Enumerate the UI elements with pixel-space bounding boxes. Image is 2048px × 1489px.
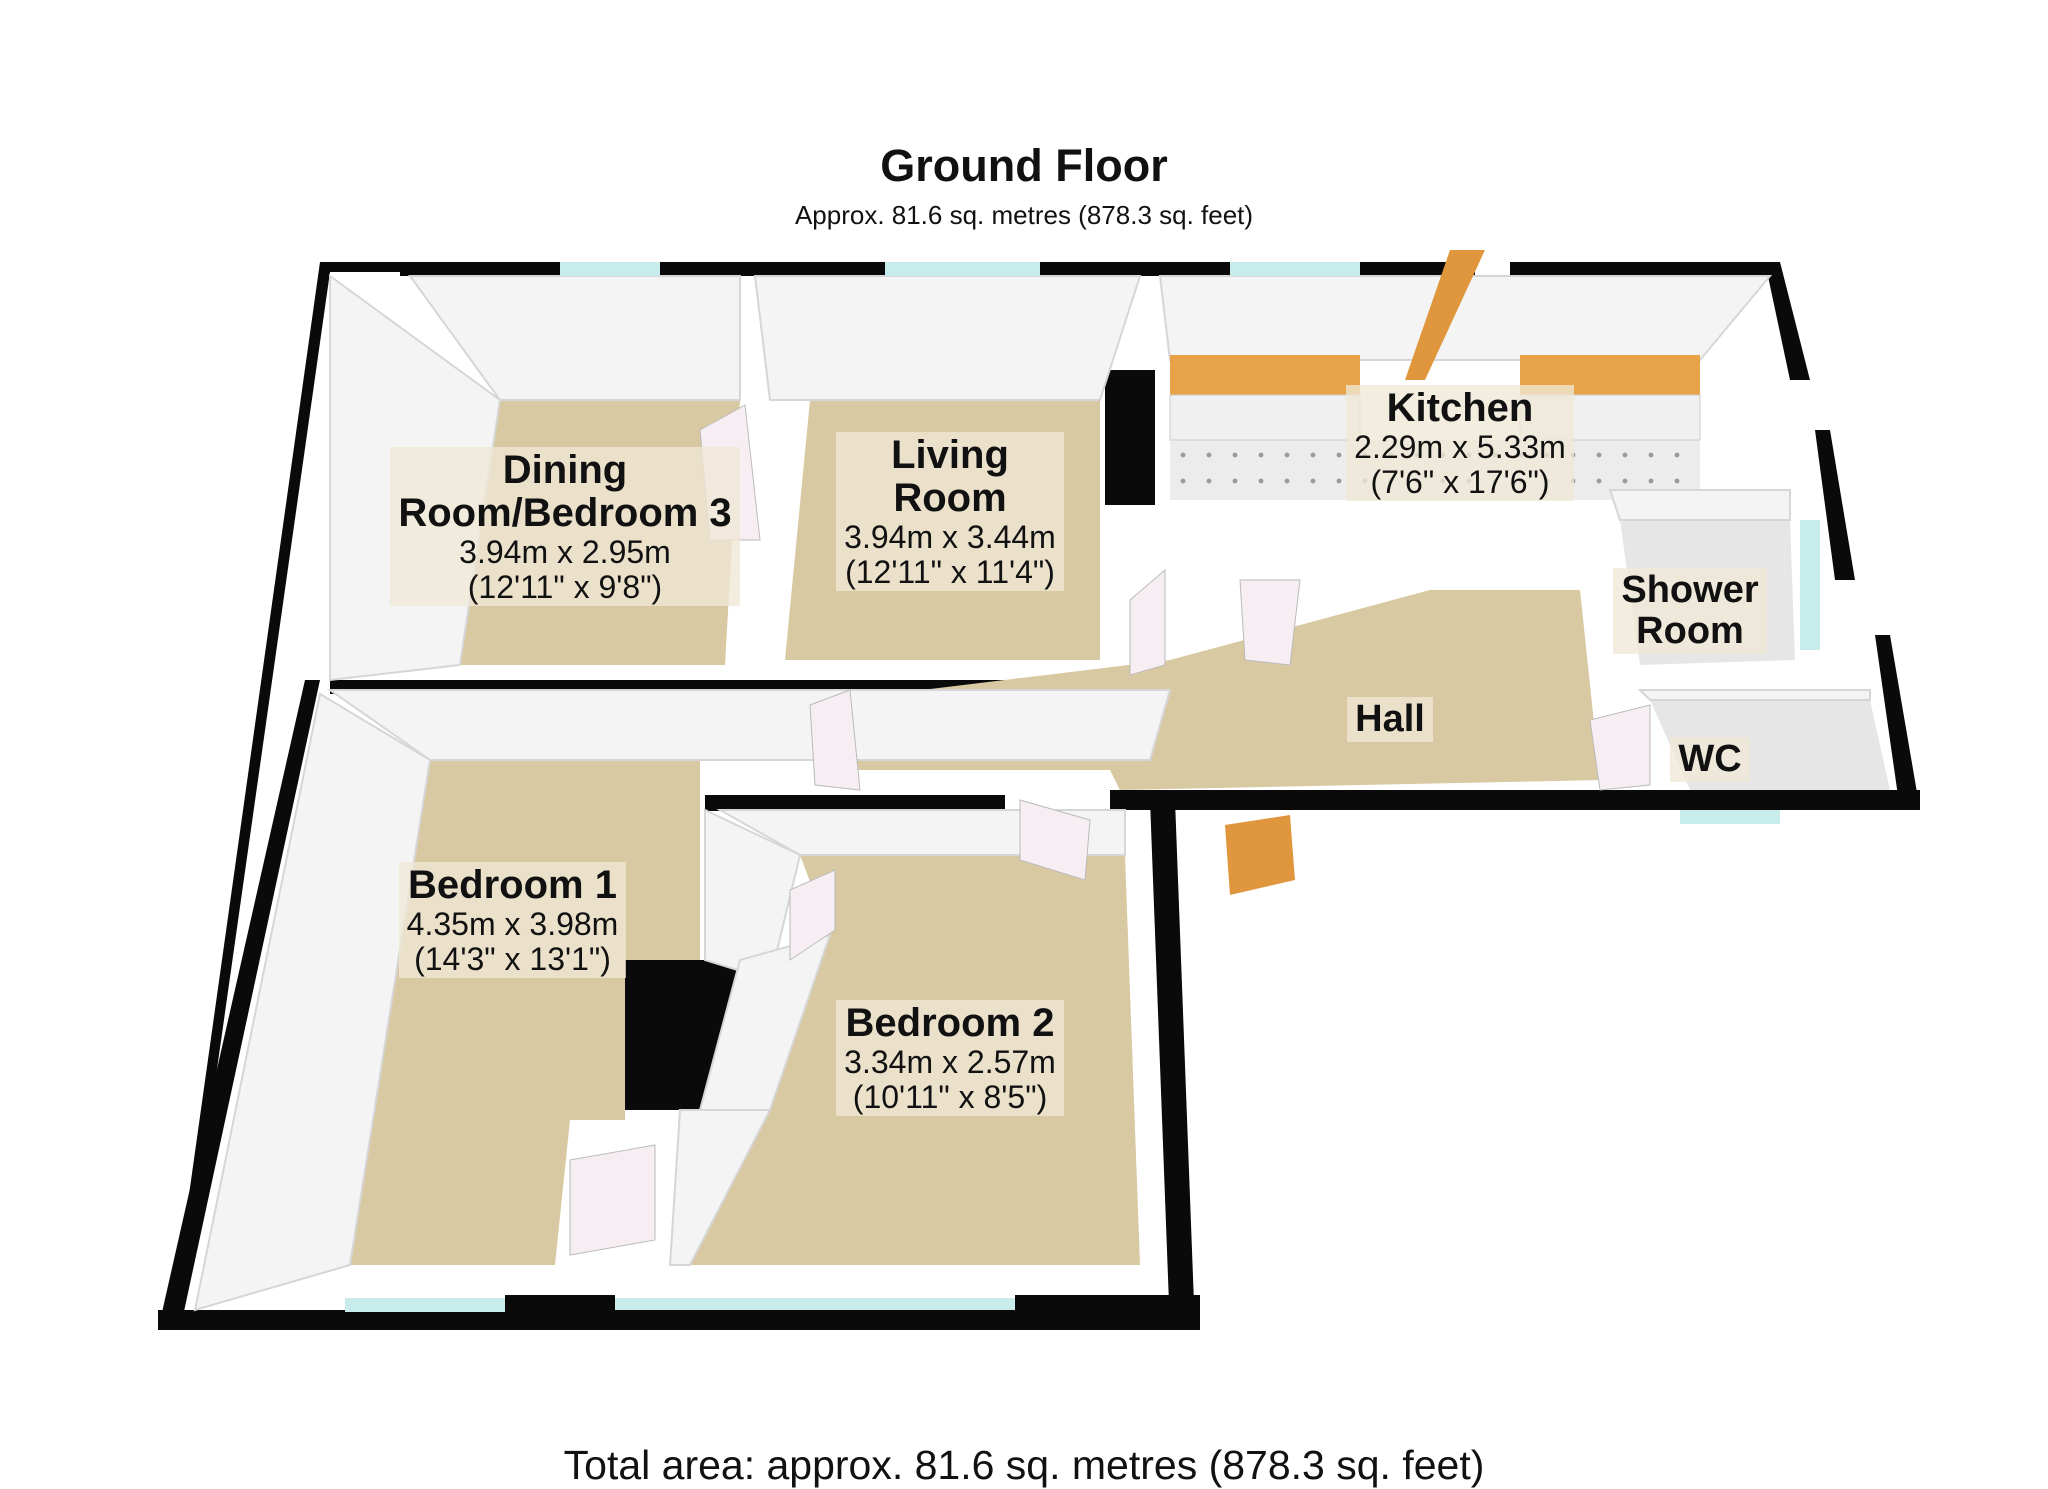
- window-dining: [560, 262, 660, 276]
- room-name: Room: [1636, 610, 1744, 653]
- room-label-bedroom1: Bedroom 1 4.35m x 3.98m (14'3" x 13'1"): [380, 862, 645, 979]
- wall-bedroom2-right: [1150, 800, 1195, 1330]
- door-front: [1225, 815, 1295, 895]
- wall-top-living-right: [1040, 262, 1160, 276]
- wall-hall-bottom: [1110, 790, 1920, 810]
- wall-right-mid: [1815, 430, 1855, 580]
- room-name: WC: [1678, 738, 1742, 780]
- room-name: Dining: [502, 448, 628, 492]
- floor-area: Approx. 81.6 sq. metres (878.3 sq. feet): [794, 200, 1254, 230]
- windows: [345, 262, 1820, 1312]
- room-name: Shower: [1621, 569, 1759, 611]
- door-bedroom1: [809, 689, 861, 791]
- room-label-dining: Dining Room/Bedroom 3 3.94m x 2.95m (12'…: [380, 447, 750, 607]
- wc-walls: [1637, 689, 1871, 701]
- room-label-bg: Bedroom 1 4.35m x 3.98m (14'3" x 13'1"): [398, 862, 627, 979]
- wall-top-kitchen-far: [1510, 262, 1780, 276]
- room-name: Bedroom 1: [408, 863, 617, 907]
- door-bedroom2: [1019, 799, 1091, 881]
- inner-walls: [193, 274, 1871, 1312]
- wall-top-kitchen: [1160, 262, 1230, 276]
- counter-left: [1169, 394, 1361, 441]
- door-wc: [1589, 704, 1651, 791]
- door-living: [1129, 568, 1166, 676]
- wall-right-bottom: [1875, 635, 1920, 810]
- room-label-hall: Hall: [1320, 697, 1460, 743]
- room-metric: 3.34m x 2.57m: [844, 1044, 1056, 1081]
- wall-bottom-gap: [505, 1295, 615, 1330]
- room-label-bg: Kitchen 2.29m x 5.33m (7'6" x 17'6"): [1346, 385, 1574, 502]
- wall-kitchen-pillar: [1105, 370, 1155, 505]
- wall-right-top: [1765, 262, 1810, 380]
- room-name: Room/Bedroom 3: [398, 491, 732, 536]
- window-living: [885, 262, 1040, 276]
- cabinet-left: [1170, 355, 1360, 395]
- window-kitchen: [1230, 262, 1360, 276]
- room-label-bg: Living Room 3.94m x 3.44m (12'11" x 11'4…: [836, 432, 1064, 592]
- room-metric: 4.35m x 3.98m: [406, 906, 619, 943]
- floor-title: Ground Floor: [880, 140, 1168, 191]
- door-wardrobe-bed2: [789, 869, 836, 961]
- room-name: Living: [891, 433, 1009, 477]
- room-imperial: (10'11" x 8'5"): [852, 1078, 1048, 1115]
- bedroom2-bottom-left: [668, 1109, 772, 1266]
- room-name: Room: [893, 476, 1007, 521]
- shower-walls: [1608, 489, 1791, 521]
- room-label-bg: Dining Room/Bedroom 3 3.94m x 2.95m (12'…: [390, 447, 740, 607]
- room-metric: 2.29m x 5.33m: [1354, 429, 1566, 466]
- room-label-kitchen: Kitchen 2.29m x 5.33m (7'6" x 17'6"): [1330, 385, 1590, 502]
- room-label-bg: Hall: [1347, 697, 1433, 743]
- wall-bedroom-divider-top: [705, 795, 1005, 811]
- room-imperial: (14'3" x 13'1"): [414, 940, 611, 977]
- room-imperial: (12'11" x 11'4"): [845, 553, 1055, 590]
- wall-top-living: [755, 262, 885, 276]
- room-label-living: Living Room 3.94m x 3.44m (12'11" x 11'4…: [815, 432, 1085, 592]
- room-name: Kitchen: [1386, 386, 1534, 430]
- door-kitchen-back: [1405, 250, 1485, 380]
- outer-walls: [158, 262, 1920, 1330]
- kitchen-cabinets: [1169, 355, 1701, 441]
- room-label-bedroom2: Bedroom 2 3.34m x 2.57m (10'11" x 8'5"): [820, 1000, 1080, 1117]
- room-imperial: (12'11" x 9'8"): [467, 568, 663, 605]
- door-cupboard: [1239, 579, 1301, 666]
- wall-top-dining: [400, 262, 560, 276]
- room-label-wc: WC: [1665, 737, 1755, 783]
- room-label-bg: Shower Room: [1613, 568, 1767, 655]
- wall-bottom: [158, 1310, 1195, 1330]
- window-wc: [1680, 810, 1780, 824]
- room-name: Hall: [1355, 698, 1425, 740]
- living-back-wall: [753, 275, 1142, 401]
- hall-back-wall: [326, 689, 1172, 761]
- window-shower: [1800, 520, 1820, 650]
- total-area: Total area: approx. 81.6 sq. metres (878…: [563, 1442, 1485, 1488]
- door-wardrobe-bed1: [569, 1144, 656, 1256]
- room-metric: 3.94m x 3.44m: [844, 519, 1056, 556]
- window-bedroom2: [615, 1298, 1015, 1310]
- room-label-bg: Bedroom 2 3.34m x 2.57m (10'11" x 8'5"): [836, 1000, 1064, 1117]
- bedroom1-left-wall: [193, 692, 432, 1312]
- room-label-bg: WC: [1670, 737, 1750, 783]
- wall-bottom-gap2: [1015, 1295, 1200, 1330]
- room-imperial: (7'6" x 17'6"): [1370, 463, 1550, 500]
- room-name: Bedroom 2: [845, 1001, 1055, 1045]
- room-label-shower: Shower Room: [1600, 568, 1780, 655]
- room-metric: 3.94m x 2.95m: [459, 534, 671, 571]
- window-bedroom1: [345, 1298, 505, 1312]
- wall-left: [158, 680, 320, 1330]
